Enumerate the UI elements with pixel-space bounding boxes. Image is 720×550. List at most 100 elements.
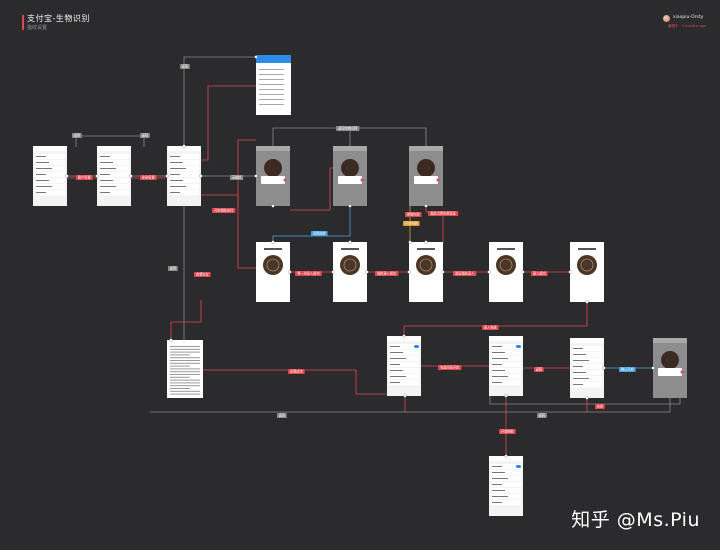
connector-dot <box>348 204 352 208</box>
list-row-text <box>492 358 508 359</box>
edge-label-text: 指纹录入成功 <box>377 271 396 276</box>
edge-label-text: 设置成功 <box>290 369 303 374</box>
list-row <box>491 470 521 475</box>
doc-text-line <box>170 360 200 361</box>
edge-label-bg <box>619 367 636 372</box>
connector-blue <box>272 206 351 242</box>
close-icon[interactable] <box>436 178 440 182</box>
list-row-text <box>390 370 403 371</box>
connector-dot <box>199 174 203 178</box>
connector-dot <box>402 334 406 338</box>
edge-label-text: 安全设置 <box>142 175 155 180</box>
connector-gray <box>150 398 671 413</box>
connector-dot <box>424 240 428 244</box>
list-line <box>259 89 284 90</box>
list-line <box>259 79 284 80</box>
list-row <box>491 380 521 385</box>
screen-account-settings[interactable] <box>33 146 67 206</box>
list-row <box>389 344 419 349</box>
edge-label-bg <box>428 211 459 216</box>
connector-dot <box>504 394 508 398</box>
connector-dot <box>165 174 169 178</box>
screen-fingerprint-scan-1[interactable] <box>256 242 290 302</box>
dialog-box <box>658 368 682 376</box>
list-row <box>491 464 521 469</box>
list-row <box>35 154 65 159</box>
fingerprint-image <box>263 255 283 275</box>
list-row <box>572 364 602 369</box>
edge-label: 返回 <box>537 413 547 418</box>
connector-dot <box>129 174 133 178</box>
doc-text-line <box>170 368 200 370</box>
list-row-text <box>390 376 406 377</box>
list-row <box>99 190 129 195</box>
doc-text-line <box>170 357 200 359</box>
connector-dot <box>331 270 335 274</box>
doc-text-line <box>170 388 190 389</box>
list-row <box>389 380 419 385</box>
edge-label: 录入完成 <box>482 325 499 330</box>
connector-dot <box>95 174 99 178</box>
connector-dot <box>568 270 572 274</box>
connector-dot <box>65 174 69 178</box>
list-row <box>35 190 65 195</box>
list-row <box>99 160 129 165</box>
screen-fingerprint-verify-3[interactable] <box>409 146 443 206</box>
dialog-box <box>261 176 285 184</box>
status-bar <box>333 146 367 151</box>
edge-label-bg <box>180 64 190 69</box>
toggle-switch[interactable] <box>414 345 419 348</box>
edge-label: 返回 <box>168 266 178 271</box>
screen-agreement[interactable] <box>167 340 203 398</box>
screen-dialog-top[interactable] <box>256 55 291 115</box>
list-line <box>259 99 284 100</box>
list-row-text <box>492 382 502 383</box>
fingerprint-ring <box>266 258 280 272</box>
connector-dot <box>504 454 508 458</box>
close-icon[interactable] <box>283 178 287 182</box>
list-row-text <box>36 186 52 187</box>
edge-label-text: 无指纹 <box>232 175 242 180</box>
screen-heading-bar <box>497 248 515 250</box>
screen-fingerprint-verify-2[interactable] <box>333 146 367 206</box>
list-row-text <box>573 366 583 367</box>
screen-toggle-settings[interactable] <box>387 336 421 396</box>
close-icon[interactable] <box>680 370 684 374</box>
toggle-switch[interactable] <box>516 465 521 468</box>
screen-result[interactable] <box>489 456 523 516</box>
edge-label-bg <box>277 413 287 418</box>
avatar[interactable] <box>663 15 670 22</box>
nav-bar <box>97 146 131 151</box>
screen-fingerprint-scan-3[interactable] <box>409 242 443 302</box>
screen-face-setup[interactable] <box>570 338 604 398</box>
doc-text-line <box>170 382 200 384</box>
screen-face-verify-dim[interactable] <box>653 338 687 398</box>
fingerprint-image <box>416 255 436 275</box>
list-row <box>491 344 521 349</box>
connector-red <box>201 85 256 161</box>
edge-label-text: 指纹识别失败验证 <box>430 211 456 216</box>
screen-biometric-settings[interactable] <box>167 146 201 206</box>
list-row-text <box>492 352 505 353</box>
edge-label: 安全设置 <box>140 175 157 180</box>
screen-fingerprint-verify-1[interactable] <box>256 146 290 206</box>
close-icon[interactable] <box>360 178 364 182</box>
screen-fingerprint-scan-2[interactable] <box>333 242 367 302</box>
screen-fingerprint-scan-5[interactable] <box>570 242 604 302</box>
list-row-text <box>573 378 589 379</box>
screen-fingerprint-scan-4[interactable] <box>489 242 523 302</box>
list-row-text <box>170 156 180 157</box>
screen-security[interactable] <box>97 146 131 206</box>
doc-text-line <box>170 365 190 367</box>
list-row-text <box>36 162 49 163</box>
toggle-switch[interactable] <box>516 345 521 348</box>
screen-toggle-on[interactable] <box>489 336 523 396</box>
edge-label: 指纹录入成功 <box>375 271 399 276</box>
edge-label-text: 验证指纹录入 <box>455 271 475 276</box>
list-row-text <box>492 370 505 371</box>
list-row-text <box>170 186 186 187</box>
fingerprint-ring <box>580 258 594 272</box>
user-name[interactable]: xiaopiu-Orsty <box>673 15 704 20</box>
screen-heading-bar <box>417 248 435 250</box>
edge-label-text: 勾选同意开启 <box>440 365 459 370</box>
